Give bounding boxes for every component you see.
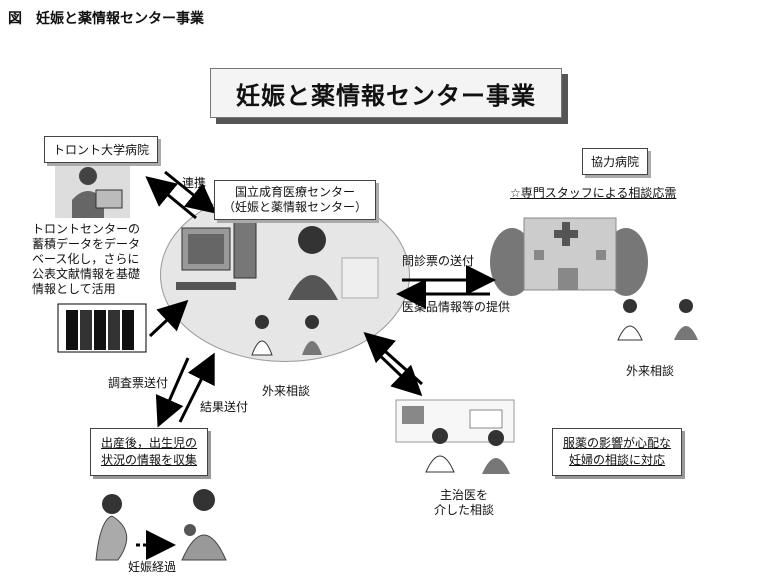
center-label-line1: 国立成育医療センター bbox=[235, 185, 356, 199]
questionnaire-send-label: 問診票の送付 bbox=[402, 254, 475, 268]
pregnant-women-illustration bbox=[95, 489, 227, 561]
attending-consult-illustration bbox=[395, 399, 515, 474]
hospital-consult-label: 外来相談 bbox=[626, 364, 675, 378]
consultant-illustration bbox=[288, 226, 379, 300]
toronto-desc-line: トロントセンターの bbox=[32, 222, 141, 236]
computer-illustration bbox=[176, 213, 257, 290]
binders-illustration bbox=[57, 303, 147, 353]
cooperating-hospital-label: 協力病院 bbox=[591, 155, 640, 169]
postnatal-info-box: 出産後，出生児の 状況の情報を収集 bbox=[90, 428, 209, 476]
toronto-desc-line: ベース化し，さらに bbox=[32, 252, 140, 266]
survey-send-label: 調査票送付 bbox=[108, 376, 169, 390]
attending-doctor-label: 主治医を 介した相談 bbox=[434, 488, 494, 518]
medication-line: 服薬の影響が心配な bbox=[563, 436, 672, 450]
center-label-box: 国立成育医療センター （妊娠と薬情報センター） bbox=[214, 180, 377, 220]
renkei-label: 連携 bbox=[182, 176, 207, 190]
toronto-desc-line: 情報として活用 bbox=[32, 282, 116, 296]
center-label-line2: （妊娠と薬情報センター） bbox=[223, 200, 368, 214]
postnatal-line: 出産後，出生児の bbox=[101, 436, 198, 450]
toronto-desc-line: 蓄積データをデータ bbox=[32, 237, 141, 251]
toronto-hospital-box: トロント大学病院 bbox=[44, 136, 159, 163]
toronto-desc-line: 公表文献情報を基礎 bbox=[32, 267, 141, 281]
toronto-person-illustration bbox=[55, 160, 130, 218]
postnatal-line: 状況の情報を収集 bbox=[101, 453, 198, 467]
medication-concern-box: 服薬の影響が心配な 妊婦の相談に対応 bbox=[552, 428, 683, 476]
staff-note: ☆専門スタッフによる相談応需 bbox=[510, 186, 677, 200]
center-consult-illustration bbox=[251, 315, 322, 356]
hospital-consult-illustration bbox=[617, 299, 698, 341]
toronto-hospital-label: トロント大学病院 bbox=[53, 143, 150, 157]
result-send-label: 結果送付 bbox=[200, 400, 249, 414]
toronto-description: トロントセンターの 蓄積データをデータ ベース化し，さらに 公表文献情報を基礎 … bbox=[32, 222, 140, 297]
hospital-illustration bbox=[490, 217, 648, 296]
center-consult-label: 外来相談 bbox=[262, 384, 311, 398]
info-provide-label: 医薬品情報等の提供 bbox=[402, 300, 511, 314]
pregnancy-progress-label: 妊娠経過 bbox=[128, 560, 177, 574]
figure-title: 図 妊娠と薬情報センター事業 bbox=[8, 11, 204, 27]
attending-line: 介した相談 bbox=[434, 503, 495, 517]
attending-line: 主治医を bbox=[440, 488, 489, 502]
main-title-text: 妊娠と薬情報センター事業 bbox=[236, 81, 536, 110]
main-title-banner: 妊娠と薬情報センター事業 bbox=[210, 68, 562, 118]
cooperating-hospital-box: 協力病院 bbox=[582, 148, 649, 175]
medication-line: 妊婦の相談に対応 bbox=[569, 453, 666, 467]
